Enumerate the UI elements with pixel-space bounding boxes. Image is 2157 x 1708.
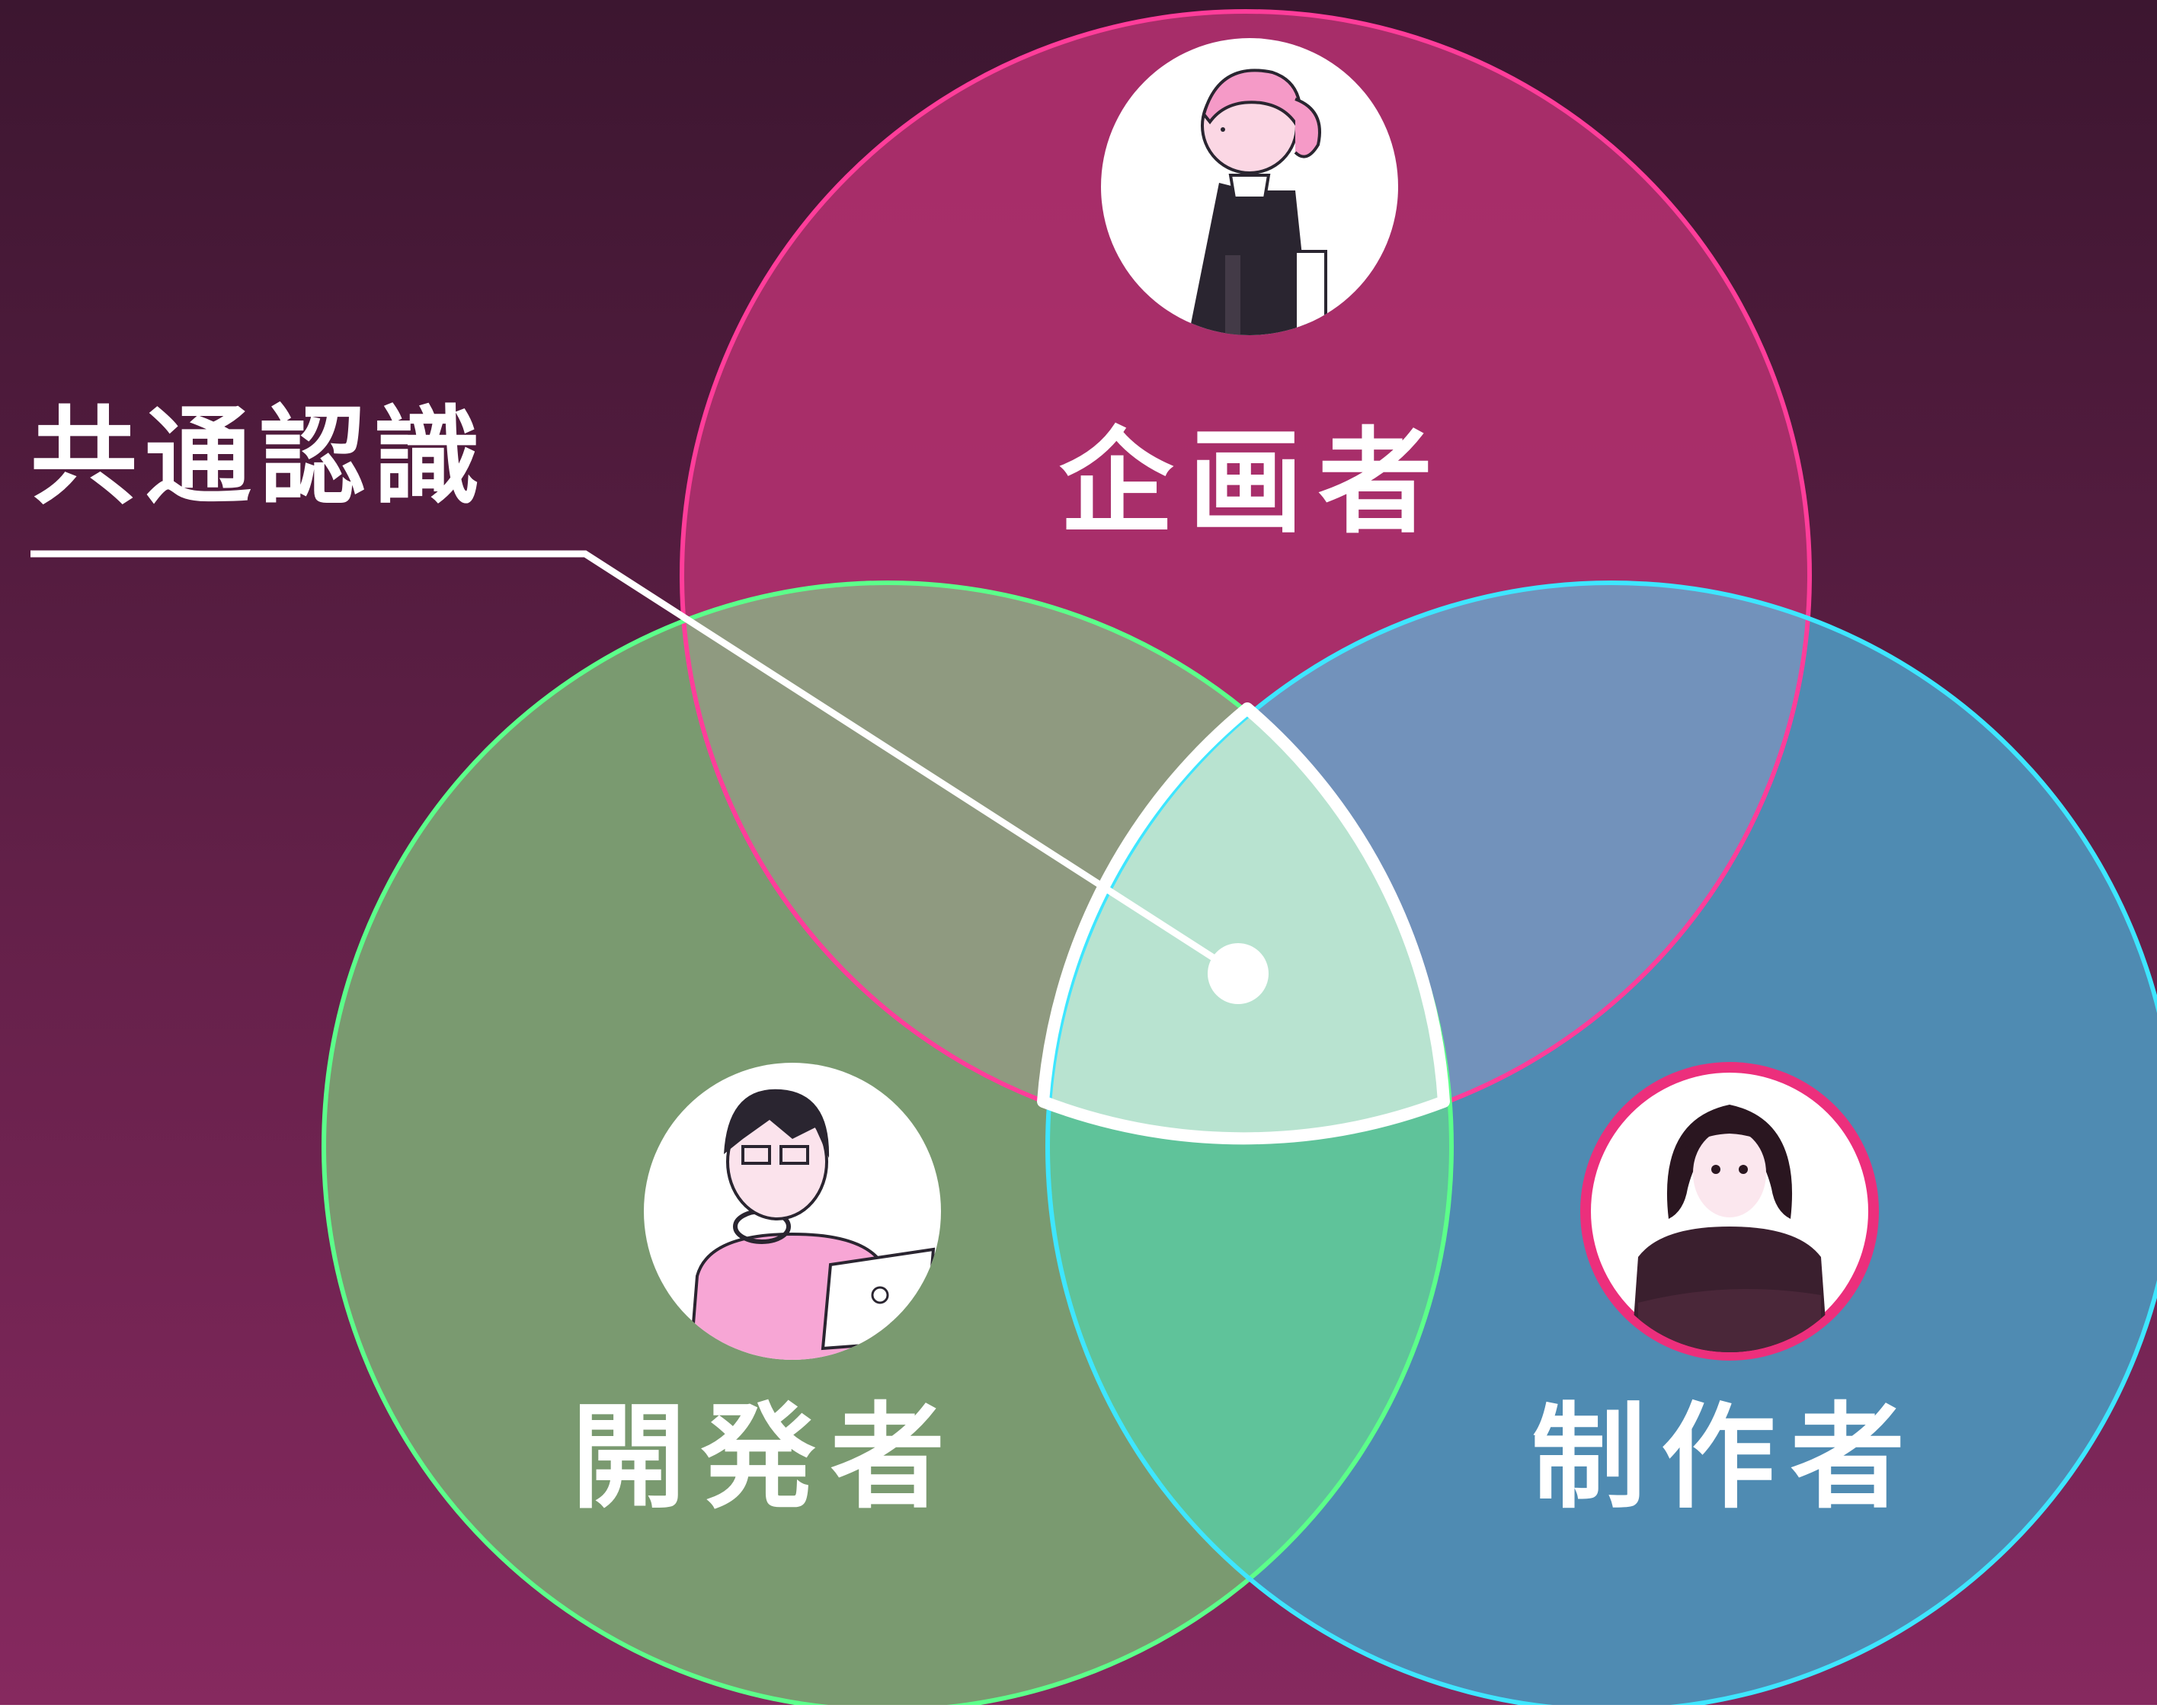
planner-label: 企画者 xyxy=(1059,417,1448,549)
developer-avatar xyxy=(644,1063,941,1360)
planner-avatar xyxy=(1101,38,1398,335)
creator-avatar xyxy=(1580,1062,1879,1361)
common-region-outline xyxy=(1037,702,1450,1145)
callout-label: 共通認識 xyxy=(30,395,488,520)
developer-outline xyxy=(322,581,1454,1708)
developer-label: 開発者 xyxy=(571,1392,960,1524)
creator-label: 制作者 xyxy=(1531,1392,1920,1524)
common-region xyxy=(1048,583,1451,1139)
callout-dot xyxy=(1208,943,1269,1004)
creator-outline xyxy=(1045,581,2157,1708)
callout-line xyxy=(30,550,1240,977)
